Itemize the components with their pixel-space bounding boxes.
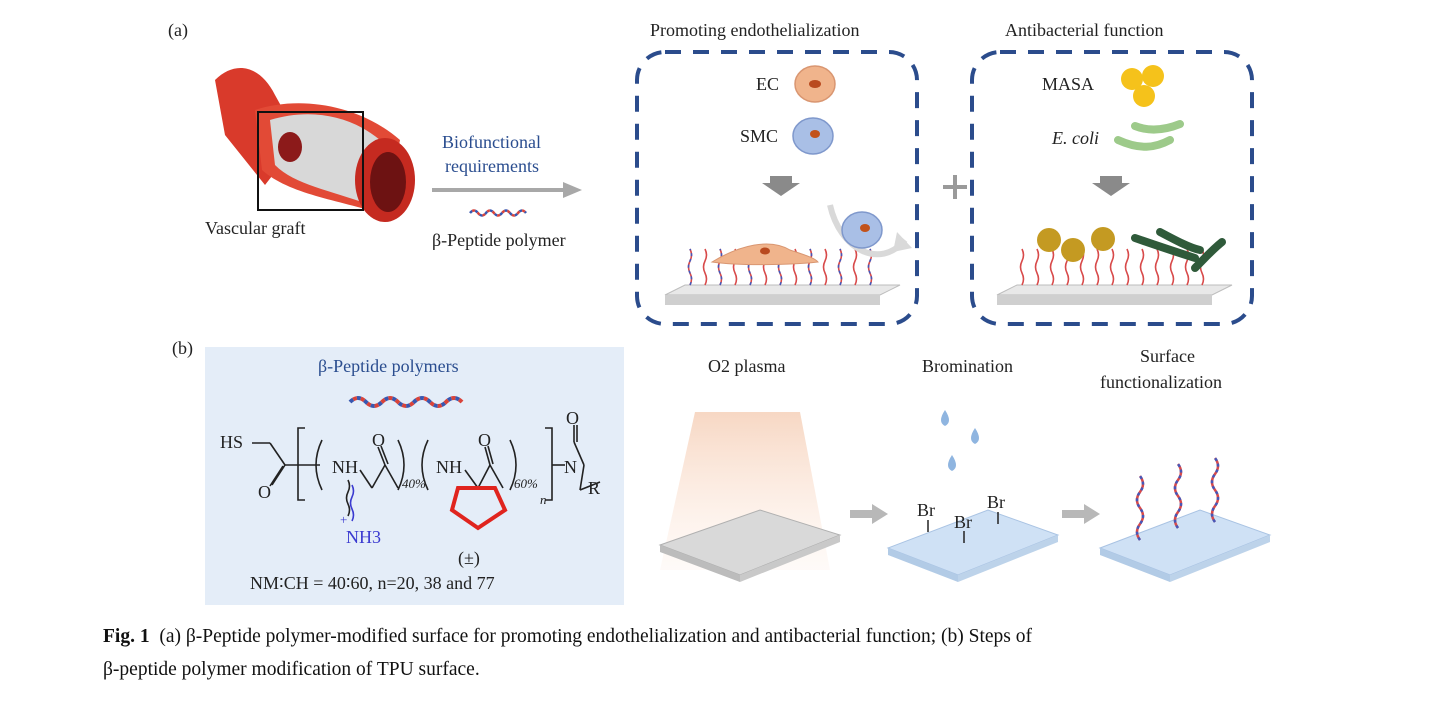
box2-ecoli-label: E. coli — [1052, 128, 1099, 148]
chem-sub60: 60% — [514, 476, 538, 491]
chem-o3: O — [478, 430, 491, 450]
chem-r: R — [588, 478, 601, 498]
panel-a-tag: (a) — [168, 20, 188, 40]
chem-ratio: NM∶CH = 40∶60, n=20, 38 and 77 — [250, 573, 495, 593]
chem-o4: O — [566, 408, 579, 428]
panel-b-tag: (b) — [172, 338, 193, 358]
step3-label-line1: Surface — [1140, 346, 1195, 366]
caption-fig: Fig. 1 — [103, 626, 150, 647]
step3-label-line2: functionalization — [1100, 372, 1222, 392]
chem-nh2: NH — [436, 457, 462, 477]
figure-caption: Fig. 1 (a) β-Peptide polymer-modified su… — [103, 620, 1343, 686]
chem-hs: HS — [220, 432, 244, 452]
step2-label: Bromination — [922, 356, 1013, 376]
br-label-3: Br — [987, 492, 1005, 512]
chem-o1: O — [258, 482, 271, 502]
caption-text-line2: β-peptide polymer modification of TPU su… — [103, 659, 480, 680]
panel-b-title: β-Peptide polymers — [318, 356, 459, 376]
caption-text-line1: (a) β-Peptide polymer-modified surface f… — [159, 626, 1033, 647]
chem-nh1: NH — [332, 457, 358, 477]
box2-title: Antibacterial function — [1005, 20, 1164, 40]
br-label-1: Br — [917, 500, 935, 520]
chem-sub40: 40% — [402, 476, 426, 491]
box1-smc-label: SMC — [740, 126, 779, 146]
step1-label: O2 plasma — [708, 356, 786, 376]
panel-b-background — [205, 347, 624, 605]
caption-line1: Fig. 1 (a) β-Peptide polymer-modified su… — [103, 620, 1343, 653]
chem-plus: + — [340, 512, 348, 527]
box2-masa-label: MASA — [1042, 74, 1095, 94]
box1-title: Promoting endothelialization — [650, 20, 860, 40]
polymer-label: β-Peptide polymer — [432, 230, 566, 250]
arrow-label-line1: Biofunctional — [442, 132, 541, 152]
box1-ec-label: EC — [756, 74, 780, 94]
chem-subn: n — [540, 492, 547, 507]
vascular-graft-label: Vascular graft — [205, 218, 306, 238]
chem-o2: O — [372, 430, 385, 450]
arrow-label-line2: requirements — [445, 156, 539, 176]
chem-racemic: (±) — [458, 548, 480, 568]
vascular-graft-illustration — [215, 68, 415, 222]
chem-nh3: NH3 — [346, 527, 381, 547]
br-label-2: Br — [954, 512, 972, 532]
chem-n: N — [564, 457, 577, 477]
